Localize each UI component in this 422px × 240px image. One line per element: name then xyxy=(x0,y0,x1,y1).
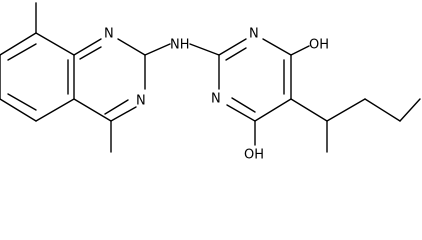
bond xyxy=(364,98,401,122)
nitrogen-label: N xyxy=(211,92,221,107)
bonds xyxy=(0,2,421,153)
bond xyxy=(218,38,247,56)
bond xyxy=(73,38,102,56)
bond xyxy=(326,98,366,122)
atom-labels: N N NH N N OH OH xyxy=(104,27,329,163)
bond xyxy=(0,98,37,122)
bond xyxy=(226,104,256,122)
double-bond xyxy=(7,43,37,61)
double-bond xyxy=(231,97,256,113)
bond xyxy=(73,98,112,122)
double-bond xyxy=(104,99,129,115)
nitrogen-label: N xyxy=(249,27,259,42)
hydroxyl-label: OH xyxy=(309,38,329,53)
bond xyxy=(262,38,292,56)
double-bond xyxy=(79,46,102,60)
bond xyxy=(290,45,310,56)
bond xyxy=(35,32,75,56)
molecule-structure: N N NH N N OH OH xyxy=(0,2,421,163)
bond xyxy=(35,98,75,122)
bond xyxy=(144,43,171,56)
double-bond xyxy=(7,93,37,111)
bond xyxy=(254,98,292,122)
double-bond xyxy=(225,47,247,61)
bond xyxy=(399,98,421,122)
bond xyxy=(0,32,37,56)
bond xyxy=(110,106,137,122)
bond xyxy=(290,98,328,122)
amine-label: NH xyxy=(170,38,190,53)
bond xyxy=(117,38,146,56)
hydroxyl-label: OH xyxy=(244,148,264,163)
nitrogen-label: N xyxy=(136,94,146,109)
bond xyxy=(189,43,220,56)
nitrogen-label: N xyxy=(104,27,114,42)
